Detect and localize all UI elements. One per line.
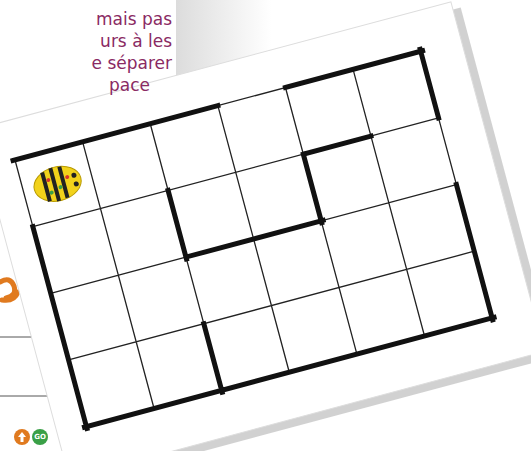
bee-dot: [65, 175, 70, 180]
bee-dot: [58, 185, 63, 190]
bee-eye: [71, 172, 77, 178]
page-text: pace: [109, 74, 150, 96]
arrow-symbol: [18, 432, 26, 442]
walls: [13, 49, 495, 429]
page-text: e séparer: [92, 52, 172, 74]
go-button: [32, 429, 48, 445]
bee-bot: [30, 161, 85, 206]
page-text: mais pas: [96, 8, 172, 30]
bee-body: [30, 161, 85, 206]
page-text: urs à les: [100, 30, 172, 52]
bee-stripes: [42, 166, 68, 204]
arrow-button: [14, 429, 30, 445]
bee-dot: [49, 190, 54, 195]
bee-dot: [46, 178, 51, 183]
button-label: GO: [34, 433, 46, 441]
orange-icon: [0, 280, 18, 301]
bee-eye: [73, 181, 79, 187]
